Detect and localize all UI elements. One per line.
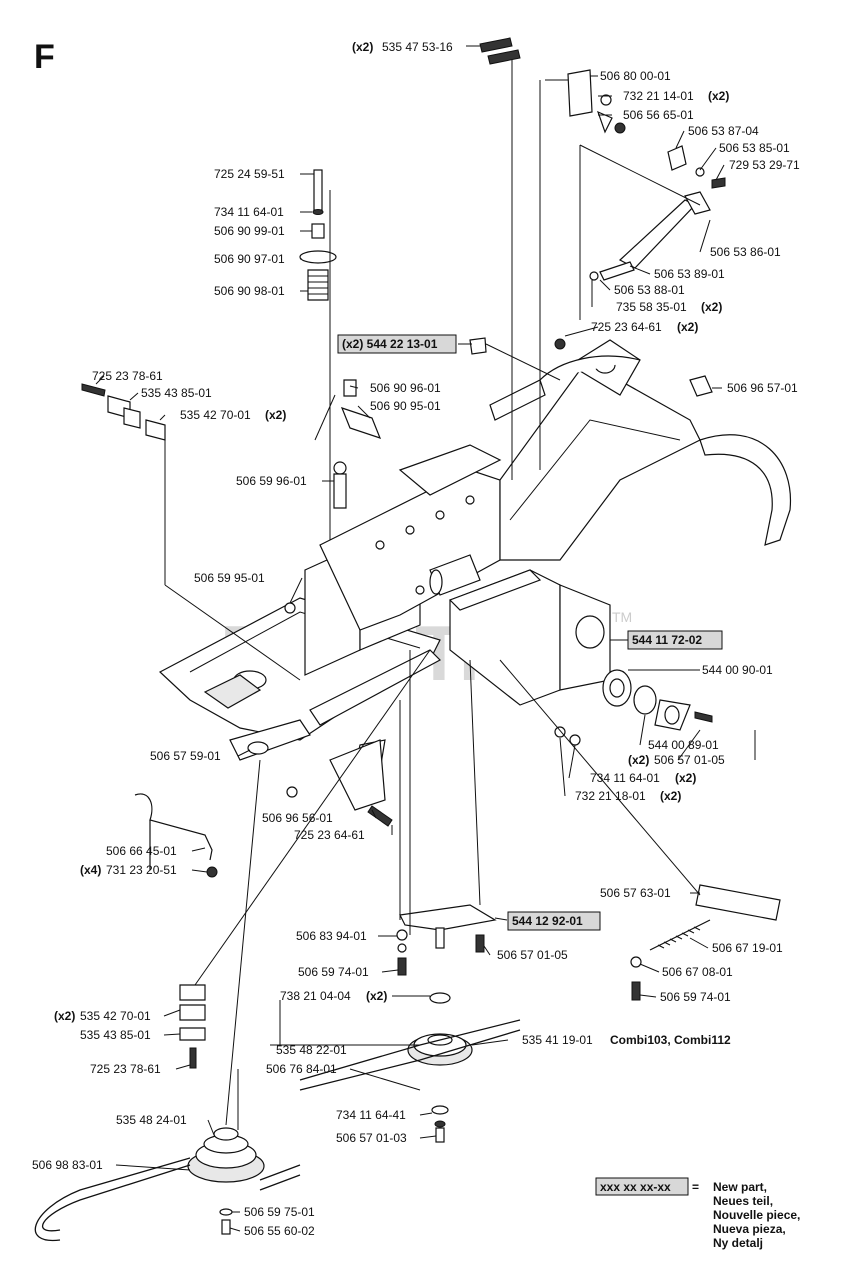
- label-qty: (x2): [54, 1009, 75, 1023]
- top-bolts: [479, 37, 521, 65]
- label-models: Combi103, Combi112: [610, 1033, 731, 1047]
- label-part-number: 506 59 96-01: [236, 474, 307, 488]
- label-part-number: 725 23 78-61: [92, 369, 163, 383]
- label-part-number: 506 98 83-01: [32, 1158, 103, 1172]
- axle-bearings: [554, 669, 713, 746]
- legend-swatch: [595, 1177, 689, 1196]
- new-part-box: [337, 334, 457, 354]
- label-part-number: 506 57 01-05: [654, 753, 725, 767]
- seat-spring-assembly: [299, 169, 337, 301]
- label-new-part: 544 11 72-02: [632, 633, 702, 647]
- label-qty: (x2): [708, 89, 729, 103]
- label-part-number: 725 24 59-51: [214, 167, 285, 181]
- label-part-number: 506 59 74-01: [660, 990, 731, 1004]
- label-part-number: 506 67 19-01: [712, 941, 783, 955]
- label-part-number: 729 53 29-71: [729, 158, 800, 172]
- label-part-number: 506 66 45-01: [106, 844, 177, 858]
- label-part-number: 734 11 64-01: [590, 771, 660, 785]
- label-part-number: 535 43 85-01: [141, 386, 212, 400]
- section-letter: F: [34, 38, 55, 76]
- legend-line: Ny detalj: [713, 1236, 763, 1250]
- label-part-number: 506 57 01-05: [497, 948, 568, 962]
- leader-lines: [95, 45, 756, 1232]
- label-part-number: 535 42 70-01: [80, 1009, 151, 1023]
- label-part-number: 506 53 86-01: [710, 245, 781, 259]
- label-qty: (x2): [675, 771, 696, 785]
- label-part-number: 506 90 97-01: [214, 252, 285, 266]
- watermark-tm: TM: [612, 609, 632, 625]
- label-part-number: 535 41 19-01: [522, 1033, 593, 1047]
- label-part-number: 535 43 85-01: [80, 1028, 151, 1042]
- label-part-number: 506 90 96-01: [370, 381, 441, 395]
- label-part-number: 506 83 94-01: [296, 929, 367, 943]
- part-labels: (x2) 535 47 53-16 506 80 00-01 732 21 14…: [32, 40, 800, 1238]
- label-part-number: 506 76 84-01: [266, 1062, 337, 1076]
- label-part-number: 735 58 35-01: [616, 300, 687, 314]
- label-part-number: 506 53 87-04: [688, 124, 759, 138]
- label-qty: (x2): [265, 408, 286, 422]
- legend: xxx xx xx-xx = New part, Neues teil, Nou…: [595, 1177, 800, 1250]
- label-qty: (x2): [352, 40, 373, 54]
- new-part-box: [627, 630, 723, 650]
- label-qty: (x2): [366, 989, 387, 1003]
- label-part-number: 506 53 88-01: [614, 283, 685, 297]
- label-part-number: 544 00 90-01: [702, 663, 773, 677]
- label-part-number: 732 21 18-01: [575, 789, 646, 803]
- label-part-number: 506 53 85-01: [719, 141, 790, 155]
- label-part-number: 732 21 14-01: [623, 89, 694, 103]
- label-part-number: 506 57 59-01: [150, 749, 221, 763]
- label-new-part: (x2) 544 22 13-01: [342, 337, 438, 351]
- label-qty: (x4): [80, 863, 101, 877]
- legend-line: New part,: [713, 1180, 767, 1194]
- label-part-number: 544 00 89-01: [648, 738, 719, 752]
- label-part-number: 506 80 00-01: [600, 69, 671, 83]
- label-part-number: 725 23 64-61: [294, 828, 365, 842]
- label-qty: (x2): [628, 753, 649, 767]
- label-part-number: 506 96 56-01: [262, 811, 333, 825]
- brake-lever-assembly: [554, 69, 726, 397]
- legend-swatch-text: xxx xx xx-xx: [600, 1180, 671, 1194]
- label-part-number: 506 96 57-01: [727, 381, 798, 395]
- label-part-number: 506 55 60-02: [244, 1224, 315, 1238]
- tension-arm: [396, 884, 781, 1001]
- label-qty: (x2): [701, 300, 722, 314]
- legend-line: Nouvelle piece,: [713, 1208, 800, 1222]
- clamp-assembly-upper: [81, 383, 166, 441]
- label-part-number: 734 11 64-01: [214, 205, 284, 219]
- label-part-number: 725 23 78-61: [90, 1062, 161, 1076]
- label-part-number: 506 90 98-01: [214, 284, 285, 298]
- label-part-number: 535 47 53-16: [382, 40, 453, 54]
- label-part-number: 506 57 63-01: [600, 886, 671, 900]
- legend-equals: =: [692, 1180, 699, 1194]
- label-part-number: 725 23 64-61: [591, 320, 662, 334]
- label-part-number: 506 90 95-01: [370, 399, 441, 413]
- label-part-number: 535 48 22-01: [276, 1043, 347, 1057]
- new-part-box: [507, 911, 601, 931]
- label-part-number: 506 59 75-01: [244, 1205, 315, 1219]
- label-qty: (x2): [677, 320, 698, 334]
- legend-line: Neues teil,: [713, 1194, 773, 1208]
- pulleys-and-belts: [34, 992, 521, 1242]
- label-part-number: 506 59 74-01: [298, 965, 369, 979]
- small-parts: [284, 337, 487, 614]
- lever-bracket: [134, 739, 393, 878]
- label-new-part: 544 12 92-01: [512, 914, 583, 928]
- label-part-number: 535 48 24-01: [116, 1113, 187, 1127]
- label-qty: (x2): [660, 789, 681, 803]
- clamp-assembly-lower: [179, 984, 206, 1069]
- label-part-number: 506 53 89-01: [654, 267, 725, 281]
- label-part-number: 734 11 64-41: [336, 1108, 406, 1122]
- label-part-number: 506 90 99-01: [214, 224, 285, 238]
- label-part-number: 738 21 04-04: [280, 989, 351, 1003]
- label-part-number: 506 57 01-03: [336, 1131, 407, 1145]
- label-part-number: 535 42 70-01: [180, 408, 251, 422]
- legend-line: Nueva pieza,: [713, 1222, 786, 1236]
- hitch-box: [429, 554, 611, 706]
- label-part-number: 506 67 08-01: [662, 965, 733, 979]
- label-part-number: 506 56 65-01: [623, 108, 694, 122]
- label-part-number: 506 59 95-01: [194, 571, 265, 585]
- label-part-number: 731 23 20-51: [106, 863, 177, 877]
